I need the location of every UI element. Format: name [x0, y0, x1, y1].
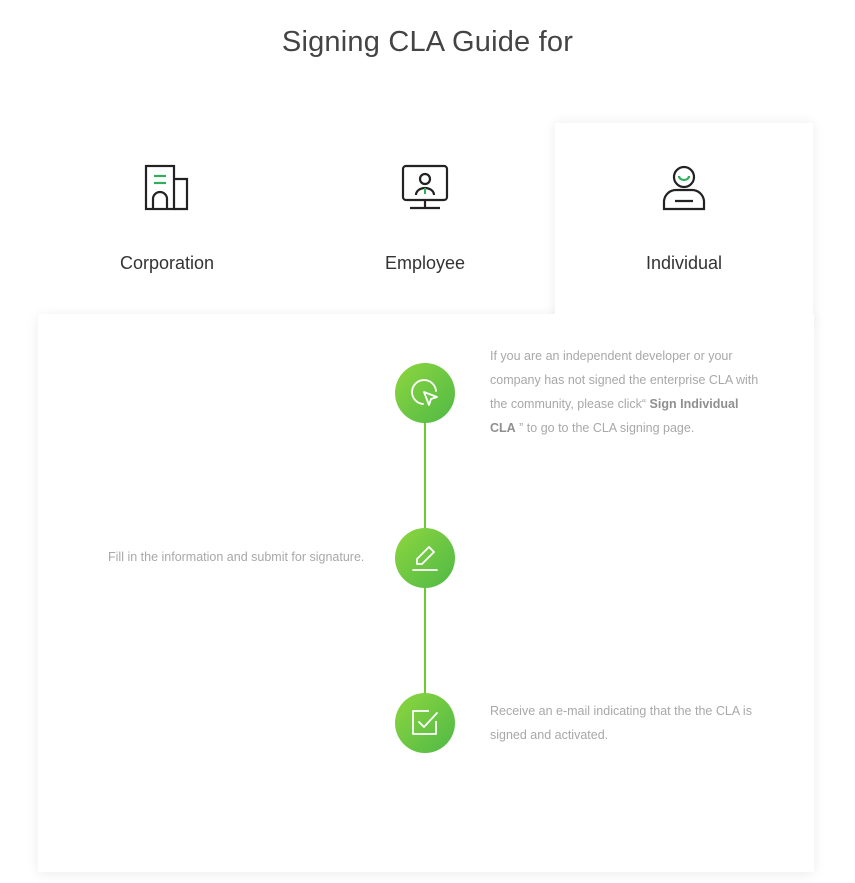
step-3-text: Receive an e-mail indicating that the th…	[490, 704, 752, 742]
step-2-text: Fill in the information and submit for s…	[108, 550, 365, 564]
step-1-text-after: ” to go to the CLA signing page.	[515, 421, 695, 435]
step-2-circle	[395, 528, 455, 588]
person-icon	[555, 163, 813, 213]
checkbox-icon	[412, 710, 438, 735]
building-icon	[38, 163, 296, 213]
step-1-text: If you are an independent developer or y…	[490, 344, 760, 440]
page-title: Signing CLA Guide for	[281, 26, 574, 58]
tab-corporation[interactable]: Corporation	[38, 123, 296, 323]
tab-label: Employee	[384, 253, 466, 273]
cursor-click-icon	[411, 379, 438, 406]
step-1-text-before: If you are an independent developer or y…	[490, 349, 759, 411]
tab-label: Individual	[645, 253, 723, 273]
employee-badge-icon	[296, 163, 554, 213]
tab-connector	[555, 300, 813, 330]
sign-individual-cla-link[interactable]: Sign Individual CLA	[490, 397, 739, 435]
tab-label: Corporation	[119, 253, 215, 273]
step-1-circle	[395, 363, 455, 423]
tab-employee[interactable]: Employee	[296, 123, 554, 323]
tab-individual[interactable]: Individual	[555, 123, 813, 323]
edit-pen-icon	[412, 546, 438, 571]
step-3-circle	[395, 693, 455, 753]
